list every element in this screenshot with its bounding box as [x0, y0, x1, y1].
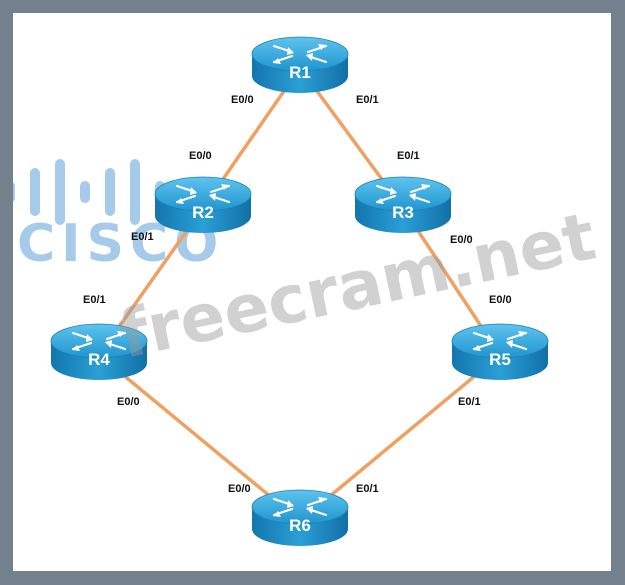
router-r6[interactable]: R6 [251, 489, 349, 546]
router-arrows-icon [472, 331, 528, 351]
interface-label-r1-e0-0: E0/0 [231, 94, 254, 106]
interface-label-r2-e0-0: E0/0 [189, 150, 212, 162]
interface-label-r4-e0-1: E0/1 [83, 294, 106, 306]
router-r2[interactable]: R2 [154, 176, 252, 233]
router-r1[interactable]: R1 [251, 36, 349, 93]
router-label: R1 [289, 63, 311, 82]
router-label: R2 [192, 203, 214, 222]
router-arrows-icon [175, 184, 231, 204]
router-r4[interactable]: R4 [50, 323, 148, 380]
interface-label-r3-e0-1: E0/1 [397, 150, 420, 162]
router-label: R5 [489, 350, 511, 369]
interface-label-r1-e0-1: E0/1 [356, 94, 379, 106]
router-label: R4 [88, 350, 110, 369]
interface-label-r5-e0-0: E0/0 [489, 294, 512, 306]
interface-label-r6-e0-1: E0/1 [356, 483, 379, 495]
interface-label-r3-e0-0: E0/0 [450, 234, 473, 246]
interface-label-r6-e0-0: E0/0 [228, 483, 251, 495]
link-r5-r6 [298, 353, 502, 523]
router-arrows-icon [272, 44, 328, 64]
interface-label-r5-e0-1: E0/1 [458, 396, 481, 408]
link-r4-r6 [97, 353, 302, 523]
router-label: R3 [392, 203, 414, 222]
router-arrows-icon [272, 497, 328, 517]
interface-label-r2-e0-1: E0/1 [131, 231, 154, 243]
router-arrows-icon [375, 184, 431, 204]
router-label: R6 [289, 516, 311, 535]
interface-label-r4-e0-0: E0/0 [117, 396, 140, 408]
router-r3[interactable]: R3 [354, 176, 452, 233]
router-r5[interactable]: R5 [451, 323, 549, 380]
router-arrows-icon [71, 331, 127, 351]
